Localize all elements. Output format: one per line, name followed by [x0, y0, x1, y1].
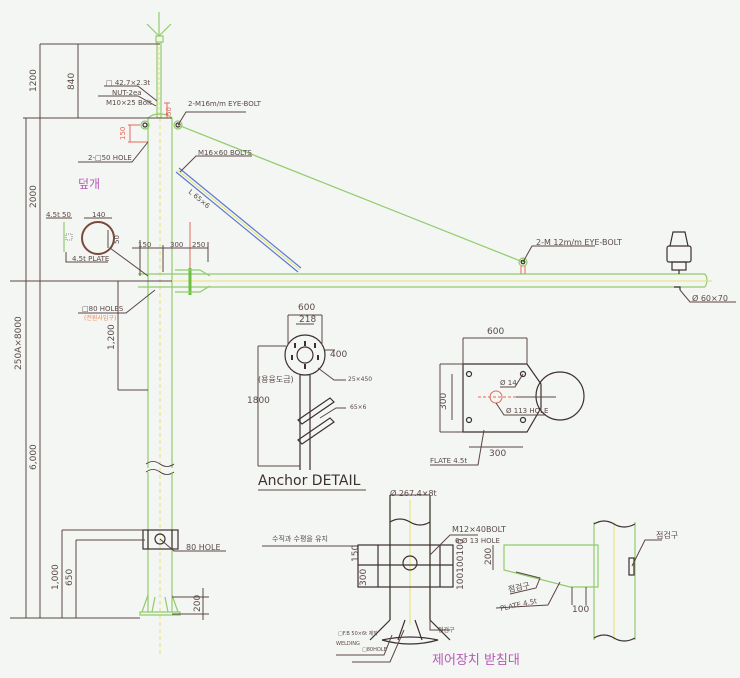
label-tip-hole: Ø 60×70 [692, 294, 728, 303]
control-mount-title: 제어장치 받침대 [432, 653, 520, 668]
mount-dim-200: 200 [484, 547, 494, 565]
dim-cap-140: 140 [92, 211, 106, 219]
label-bolt: M10×25 Bolt [106, 99, 152, 107]
dim-cap-50: 50 [62, 211, 71, 219]
dim-1200: 1200 [29, 69, 39, 92]
plate-dim-300-h: 300 [489, 449, 507, 459]
mount-dim-150: 150 [351, 544, 361, 562]
plate-hole-14: Ø 14 [500, 379, 517, 387]
mount-inspect-3: 점검구 [438, 627, 455, 634]
mount-weld-note: □F.B 50×6t 제작 [338, 631, 378, 637]
main-pole [63, 12, 712, 655]
label-eye-bolt-top: 2-M16m/m EYE-BOLT [188, 100, 261, 108]
label-plate-45t: 4.5t PLATE [72, 255, 110, 263]
mount-inspect-1: 점검구 [656, 531, 679, 540]
dim-200: 200 [193, 594, 203, 612]
plate-dim-600: 600 [487, 327, 505, 337]
anchor-galvanize: (용융도금) [258, 375, 294, 384]
anchor-dim-1800: 1800 [247, 396, 270, 406]
dim-2000: 2000 [29, 185, 39, 208]
mount-dim-100: 100 [572, 605, 590, 615]
mount-dim-stack: 100100100 [456, 538, 466, 590]
dim-1200-arm: 1,200 [107, 324, 117, 350]
mount-dim-300: 300 [359, 568, 369, 586]
dim-150-red: 150 [119, 126, 127, 140]
label-eye-bolt-arm: 2-M 12m/m EYE-BOLT [536, 238, 622, 247]
mount-hole-note: □80HOLE [362, 647, 387, 653]
label-holes-80: □80 HOLES [82, 305, 124, 313]
dim-1000: 1,000 [51, 564, 61, 590]
mount-pipe: Ø 267.4×8t [390, 489, 437, 498]
label-nut: NUT-2ea [112, 89, 142, 97]
dim-overall: 250A×8000 [14, 316, 24, 370]
control-mount-graphic [262, 494, 662, 663]
dim-650: 650 [65, 568, 75, 586]
anchor-dim-400: 400 [330, 350, 348, 360]
label-holes-80-note: (전원사입구) [84, 315, 117, 322]
dim-840: 840 [67, 72, 77, 90]
label-hole-80: 80 HOLE [186, 543, 221, 552]
anchor-rod: 25×450 [348, 376, 373, 383]
mount-level-note: 수직과 수평을 유지 [272, 535, 328, 543]
dim-cap-45t: 4.5t [46, 211, 60, 219]
mount-bolt: M12×40BOLT [452, 525, 506, 534]
anchor-angle: 65×6 [350, 404, 367, 411]
main-dimensions [10, 43, 736, 620]
dim-50-red: 50 [165, 107, 173, 116]
anchor-detail-graphic [257, 314, 366, 491]
lamp-head-icon [666, 231, 692, 274]
anchor-dim-218: 218 [299, 315, 317, 325]
label-pipe-spec: □ 42.7×2.3t [106, 79, 151, 87]
plate-flate: FLATE 4.5t [430, 457, 468, 465]
label-m16-bolts: M16×60 BOLTS [198, 149, 252, 157]
dim-6000: 6,000 [29, 444, 39, 470]
dim-arm-250: 250 [192, 241, 206, 249]
label-hole-50: 2-□50 HOLE [88, 154, 132, 162]
dim-cap-50b: 50 [113, 235, 121, 244]
label-cover: 덮개 [78, 177, 101, 191]
anchor-detail-title: Anchor DETAIL [258, 473, 361, 489]
anchor-dim-600: 600 [298, 303, 316, 313]
dim-arm-150: 150 [138, 241, 152, 249]
dim-arm-300: 300 [170, 241, 184, 249]
plate-hole-113: Ø 113 HOLE [506, 407, 549, 415]
plate-detail-graphic [430, 337, 585, 466]
mount-holes: 6-Ø 13 HOLE [455, 537, 500, 545]
mount-welding: WELDING [336, 641, 360, 647]
plate-dim-300-v: 300 [439, 392, 449, 410]
